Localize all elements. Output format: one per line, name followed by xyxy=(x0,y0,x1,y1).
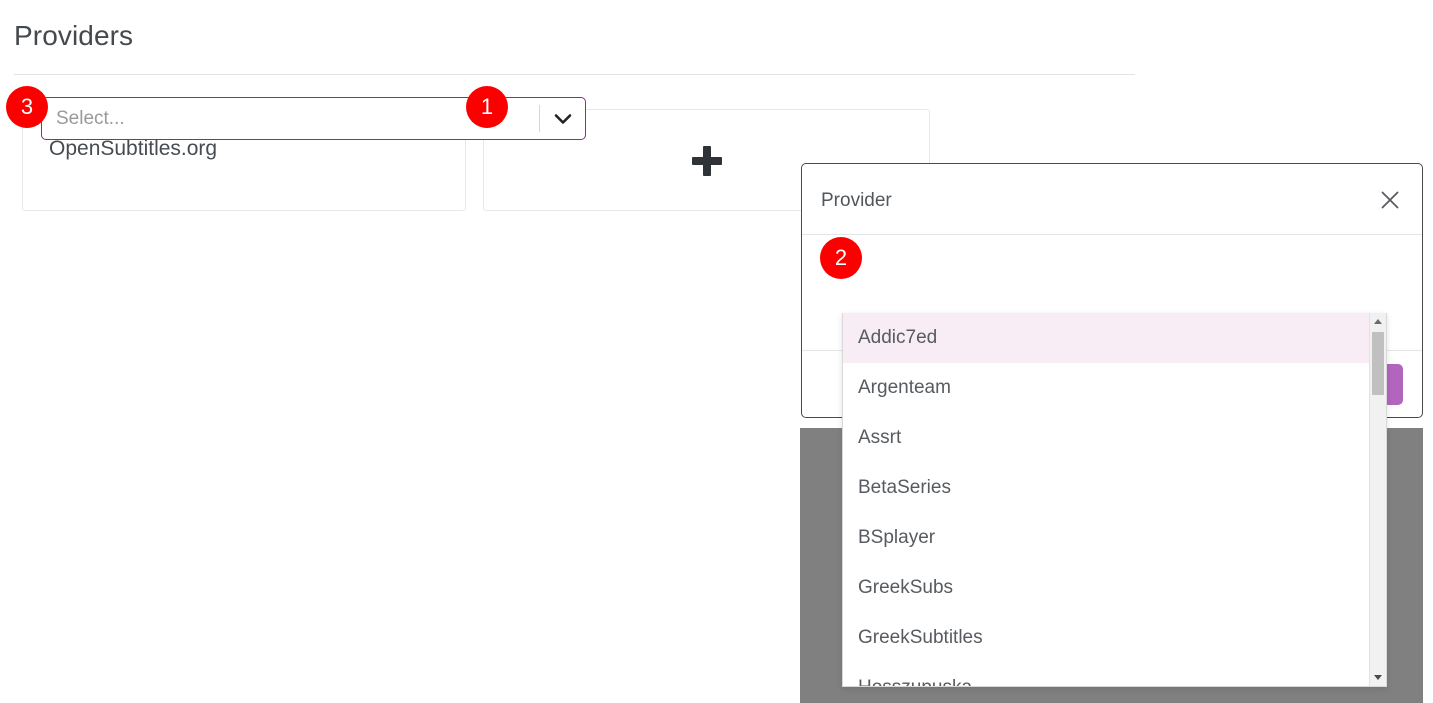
scrollbar-thumb[interactable] xyxy=(1372,332,1384,395)
triangle-up-glyph xyxy=(1374,319,1382,324)
modal-title: Provider xyxy=(821,190,892,211)
scroll-up-arrow-icon[interactable] xyxy=(1370,313,1386,330)
plus-icon xyxy=(691,146,722,176)
close-icon[interactable] xyxy=(1377,187,1403,213)
chevron-down-icon[interactable] xyxy=(540,98,585,139)
triangle-down-glyph xyxy=(1374,675,1382,680)
option-greeksubtitles[interactable]: GreekSubtitles xyxy=(858,627,983,648)
option-bsplayer[interactable]: BSplayer xyxy=(858,527,936,548)
provider-option-menu: Addic7ed Argenteam Assrt BetaSeries BSpl… xyxy=(842,313,1387,687)
option-betaseries[interactable]: BetaSeries xyxy=(858,477,951,498)
option-hosszupuska[interactable]: Hosszupuska xyxy=(843,663,1369,686)
page-title: Providers xyxy=(14,20,134,51)
scroll-down-arrow-icon[interactable] xyxy=(1370,669,1386,686)
option-assrt[interactable]: Assrt xyxy=(858,427,902,448)
provider-option-list[interactable]: Addic7ed Argenteam Assrt BetaSeries BSpl… xyxy=(843,313,1369,686)
header-divider xyxy=(14,74,1135,75)
option-greeksubs[interactable]: GreekSubs xyxy=(858,577,954,598)
option-argenteam[interactable]: Argenteam xyxy=(858,377,951,398)
provider-select-placeholder: Select... xyxy=(56,107,125,129)
select-separator xyxy=(539,105,540,132)
dropdown-scrollbar[interactable] xyxy=(1369,313,1386,686)
modal-header: Provider xyxy=(802,164,1422,235)
step-badge-2: 2 xyxy=(820,237,862,279)
step-badge-1: 1 xyxy=(466,86,508,128)
provider-card-label: OpenSubtitles.org xyxy=(49,137,218,160)
step-badge-3: 3 xyxy=(6,86,48,128)
option-addic7ed[interactable]: Addic7ed xyxy=(843,313,1369,363)
